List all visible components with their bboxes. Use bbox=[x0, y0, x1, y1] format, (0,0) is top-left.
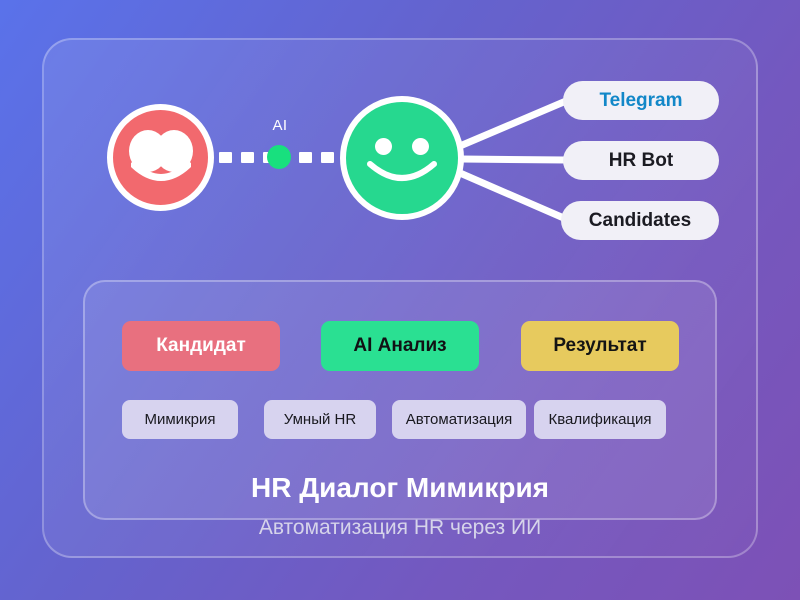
connector-dash bbox=[321, 152, 334, 163]
bot-eye-right-icon bbox=[412, 138, 429, 155]
chip-candidate[interactable]: Кандидат bbox=[122, 321, 280, 371]
chip-ai-analysis[interactable]: AI Анализ bbox=[321, 321, 479, 371]
connector-dash bbox=[241, 152, 254, 163]
pill-hr-bot[interactable]: HR Bot bbox=[563, 141, 719, 180]
bot-eye-left-icon bbox=[375, 138, 392, 155]
ai-node-dot bbox=[267, 145, 291, 169]
page-title: HR Диалог Мимикрия bbox=[250, 472, 550, 503]
tag-smart-hr[interactable]: Умный HR bbox=[264, 400, 376, 439]
pill-telegram[interactable]: Telegram bbox=[563, 81, 719, 120]
chip-result[interactable]: Результат bbox=[521, 321, 679, 371]
connector-dash bbox=[299, 152, 312, 163]
bot-smile-icon bbox=[367, 161, 437, 181]
candidate-smile-icon bbox=[131, 161, 191, 181]
ai-dashed-connector bbox=[219, 145, 343, 169]
page-subtitle: Автоматизация HR через ИИ bbox=[258, 516, 542, 539]
candidate-face bbox=[107, 104, 214, 211]
connector-dash bbox=[219, 152, 232, 163]
ai-label: AI bbox=[272, 117, 288, 134]
bot-face bbox=[340, 96, 464, 220]
pill-candidates[interactable]: Candidates bbox=[561, 201, 719, 240]
tag-mimicry[interactable]: Мимикрия bbox=[122, 400, 238, 439]
tag-qualification[interactable]: Квалификация bbox=[534, 400, 666, 439]
tag-automation[interactable]: Автоматизация bbox=[392, 400, 526, 439]
